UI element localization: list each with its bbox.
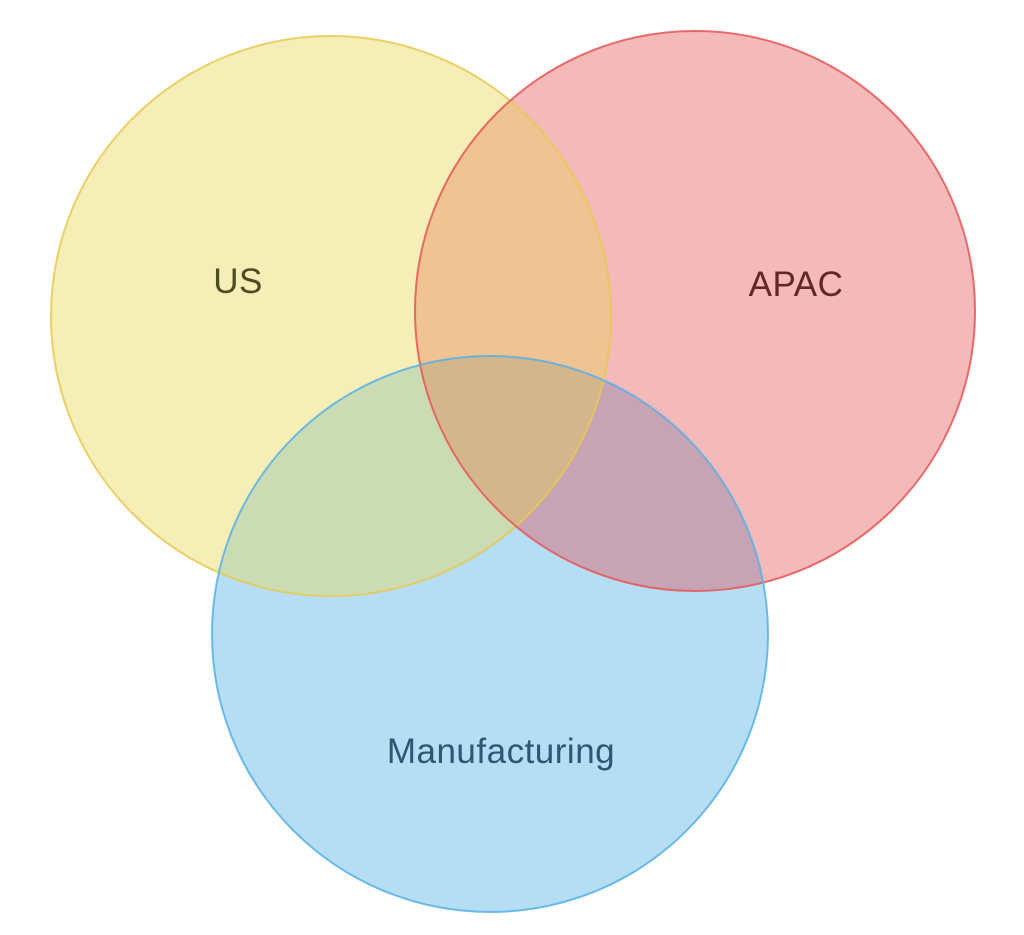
venn-outline-apac [414,30,976,592]
venn-outline-manufacturing [211,355,769,913]
overlap-apac-manufacturing[interactable] [212,356,768,912]
venn-outline-us [50,35,612,597]
overlap-us-manufacturing[interactable] [212,356,768,912]
venn-label-apac: APAC [749,265,844,304]
venn-label-us: US [213,262,263,301]
venn-label-manufacturing: Manufacturing [387,732,615,771]
